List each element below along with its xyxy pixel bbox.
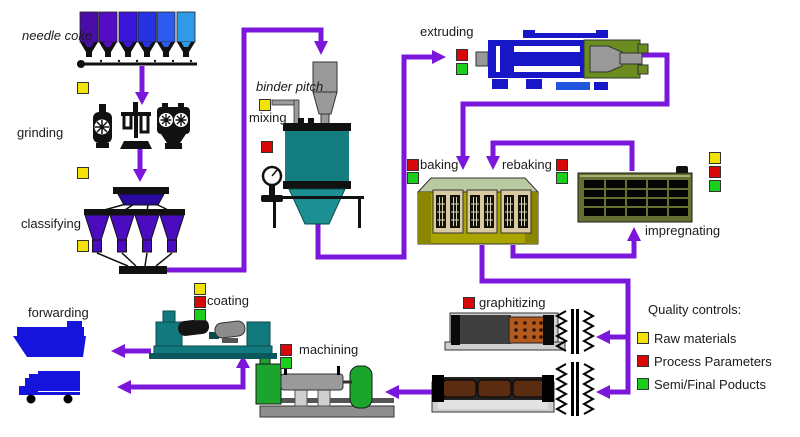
needle-coke-hoppers — [79, 11, 196, 57]
classifier-cyclones — [84, 187, 185, 274]
label-rebaking: rebaking — [502, 157, 552, 172]
impregnation-tank — [577, 166, 693, 223]
flow-impregnating-to-rebaking — [486, 140, 635, 171]
baking-semi-final-products-indicator-icon — [407, 172, 419, 184]
baking-furnace — [416, 177, 540, 245]
machining-process-parameters-indicator-icon — [280, 344, 292, 356]
graphitizing-furnace — [444, 312, 566, 351]
coating-machine — [149, 310, 277, 359]
cargo-ship-icon — [13, 321, 86, 357]
label-baking: baking — [420, 157, 459, 172]
grinding-raw-materials-indicator-icon — [77, 167, 89, 179]
legend-raw-materials-icon — [637, 332, 649, 344]
label-forwarding: forwarding — [28, 305, 89, 320]
legend-title: Quality controls: — [648, 302, 742, 317]
flow-baking-to-impregnating — [510, 227, 641, 259]
flow-machining-to-coating-and-truck — [117, 355, 250, 394]
binder-pitch-hopper — [312, 61, 338, 125]
final-furnace-transformer-icon — [554, 362, 596, 416]
label-extruding: extruding — [420, 24, 474, 39]
graphitizing-transformer-icon — [554, 309, 596, 354]
rebaking-semi-final-products-indicator-icon — [556, 172, 568, 184]
legend-process-parameters-icon — [637, 355, 649, 367]
legend-semi-final-products-icon — [637, 378, 649, 390]
machining-semi-final-products-indicator-icon — [280, 357, 292, 369]
label-machining: machining — [299, 342, 359, 357]
rebaking-process-parameters-indicator-icon — [556, 159, 568, 171]
flow-mixing-to-extruding — [315, 50, 446, 260]
label-graphitizing: graphitizing — [479, 295, 546, 310]
mixing-raw-materials-indicator-icon — [259, 99, 271, 111]
extruding-semi-final-products-indicator-icon — [456, 63, 468, 75]
mixing-process-parameters-indicator-icon — [261, 141, 273, 153]
label-classifying: classifying — [21, 216, 81, 231]
final-furnace — [431, 375, 555, 413]
grinding-mills-icon — [93, 102, 190, 149]
coating-semi-final-products-indicator-icon — [194, 309, 206, 321]
flow-rebaking-to-graphitizing — [479, 245, 631, 399]
coating-process-parameters-indicator-icon — [194, 296, 206, 308]
baking-process-parameters-indicator-icon — [407, 159, 419, 171]
classifying-raw-materials-indicator-icon — [77, 240, 89, 252]
flow-needle-coke-to-grinding — [135, 66, 149, 105]
legend-semi-final-products-label: Semi/Final Poducts — [654, 377, 766, 392]
pressure-gauge-icon — [261, 165, 283, 202]
legend-process-parameters-label: Process Parameters — [654, 354, 772, 369]
label-grinding: grinding — [17, 125, 64, 140]
legend-raw-materials-label: Raw materials — [654, 331, 737, 346]
label-mixing: mixing — [249, 110, 287, 125]
extruder-press — [475, 30, 649, 90]
flow-extruding-to-baking — [456, 52, 670, 170]
impregnating-semi-final-products-indicator-icon — [709, 180, 721, 192]
label-impregnating: impregnating — [645, 223, 721, 238]
impregnating-raw-materials-indicator-icon — [709, 152, 721, 164]
label-binder-pitch: binder pitch — [256, 79, 324, 94]
label-coating: coating — [207, 293, 249, 308]
label-needle-coke: needle coke — [22, 28, 93, 43]
feed-conveyor — [77, 59, 197, 68]
delivery-truck-icon — [19, 371, 80, 404]
flow-graphitizing-to-machining — [385, 385, 436, 399]
flow-classifying-to-mixing — [166, 27, 328, 273]
flow-coating-to-ship — [111, 344, 151, 358]
coating-raw-materials-indicator-icon — [194, 283, 206, 295]
flow-grinding-to-classifying — [133, 149, 147, 182]
machining-lathe — [255, 357, 395, 418]
impregnating-process-parameters-indicator-icon — [709, 166, 721, 178]
mixing-vessel — [270, 99, 364, 228]
extruding-process-parameters-indicator-icon — [456, 49, 468, 61]
needle-coke-raw-materials-indicator-icon — [77, 82, 89, 94]
graphitizing-process-parameters-indicator-icon — [463, 297, 475, 309]
